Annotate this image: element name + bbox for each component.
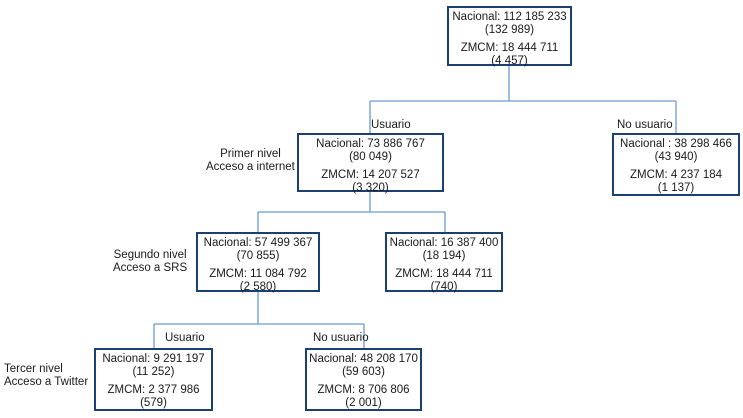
node-internet-non-user-nacional: Nacional : 38 298 466 <box>620 138 732 150</box>
node-internet-non-user-zmcm: ZMCM: 4 237 184 <box>629 169 723 181</box>
level-label-1-subtitle: Acceso a internet <box>206 161 295 173</box>
node-root: Nacional: 112 185 233 (132 989) ZMCM: 18… <box>447 6 572 67</box>
node-srs-user-zmcm: ZMCM: 11 084 792 <box>209 268 307 280</box>
node-root-zmcm-count: (4 457) <box>491 55 528 67</box>
node-internet-user-zmcm: ZMCM: 14 207 527 <box>321 169 420 181</box>
branch-label-twitter-non-user: No usuario <box>313 332 369 344</box>
node-twitter-non-user-nacional: Nacional: 48 208 170 <box>309 353 418 365</box>
level-label-1: Primer nivel Acceso a internet <box>206 148 295 174</box>
node-internet-non-user: Nacional : 38 298 466 (43 940) ZMCM: 4 2… <box>612 133 740 196</box>
node-internet-user-nacional: Nacional: 73 886 767 <box>316 138 425 150</box>
node-twitter-non-user-zmcm: ZMCM: 8 706 806 <box>317 384 410 396</box>
node-root-zmcm: ZMCM: 18 444 711 <box>460 42 559 54</box>
node-srs-non-user-nacional: Nacional: 16 387 400 <box>389 237 499 249</box>
node-srs-non-user-zmcm: ZMCM: 18 444 711 <box>395 268 493 280</box>
level-label-2: Segundo nivel Acceso a SRS <box>113 249 187 275</box>
level-label-2-subtitle: Acceso a SRS <box>113 262 188 274</box>
node-root-nacional-count: (132 989) <box>484 24 535 36</box>
connector-internet-to-srs <box>257 192 446 232</box>
node-srs-non-user-zmcm-count: (740) <box>430 281 458 293</box>
connector-root-to-internet <box>369 66 677 133</box>
node-srs-non-user-nacional-count: (18 194) <box>422 250 466 262</box>
level-label-2-title: Segundo nivel <box>113 249 187 261</box>
branch-label-twitter-user: Usuario <box>165 332 205 344</box>
level-label-3-title: Tercer nivel <box>4 363 63 375</box>
node-twitter-user-nacional-count: (11 252) <box>132 366 175 378</box>
connector-srs-to-twitter <box>153 292 365 348</box>
node-internet-user-zmcm-count: (3 320) <box>352 182 389 194</box>
node-twitter-non-user-nacional-count: (59 603) <box>342 366 385 378</box>
node-twitter-user-zmcm-count: (579) <box>140 397 167 409</box>
node-srs-user: Nacional: 57 499 367 (70 855) ZMCM: 11 0… <box>196 232 320 293</box>
branch-label-non-user: No usuario <box>617 119 673 131</box>
node-srs-user-zmcm-count: (2 580) <box>239 281 277 293</box>
node-internet-non-user-zmcm-count: (1 137) <box>657 182 695 194</box>
level-label-3-subtitle: Acceso a Twitter <box>4 376 89 388</box>
level-label-3: Tercer nivel Acceso a Twitter <box>4 363 88 389</box>
node-root-nacional: Nacional: 112 185 233 <box>452 11 567 23</box>
node-srs-user-nacional-count: (70 855) <box>236 250 280 262</box>
node-twitter-user-nacional: Nacional: 9 291 197 <box>102 353 205 365</box>
node-srs-user-nacional: Nacional: 57 499 367 <box>203 237 313 249</box>
node-internet-user-nacional-count: (80 049) <box>349 151 392 163</box>
node-twitter-non-user: Nacional: 48 208 170 (59 603) ZMCM: 8 70… <box>305 348 422 411</box>
node-srs-non-user: Nacional: 16 387 400 (18 194) ZMCM: 18 4… <box>385 232 503 293</box>
node-twitter-user-zmcm: ZMCM: 2 377 986 <box>107 384 200 396</box>
node-internet-user: Nacional: 73 886 767 (80 049) ZMCM: 14 2… <box>297 133 444 194</box>
node-twitter-user: Nacional: 9 291 197 (11 252) ZMCM: 2 377… <box>94 348 213 411</box>
node-twitter-non-user-zmcm-count: (2 001) <box>345 397 382 409</box>
branch-label-user: Usuario <box>371 119 411 131</box>
level-label-1-title: Primer nivel <box>220 148 281 160</box>
node-internet-non-user-nacional-count: (43 940) <box>654 151 698 163</box>
